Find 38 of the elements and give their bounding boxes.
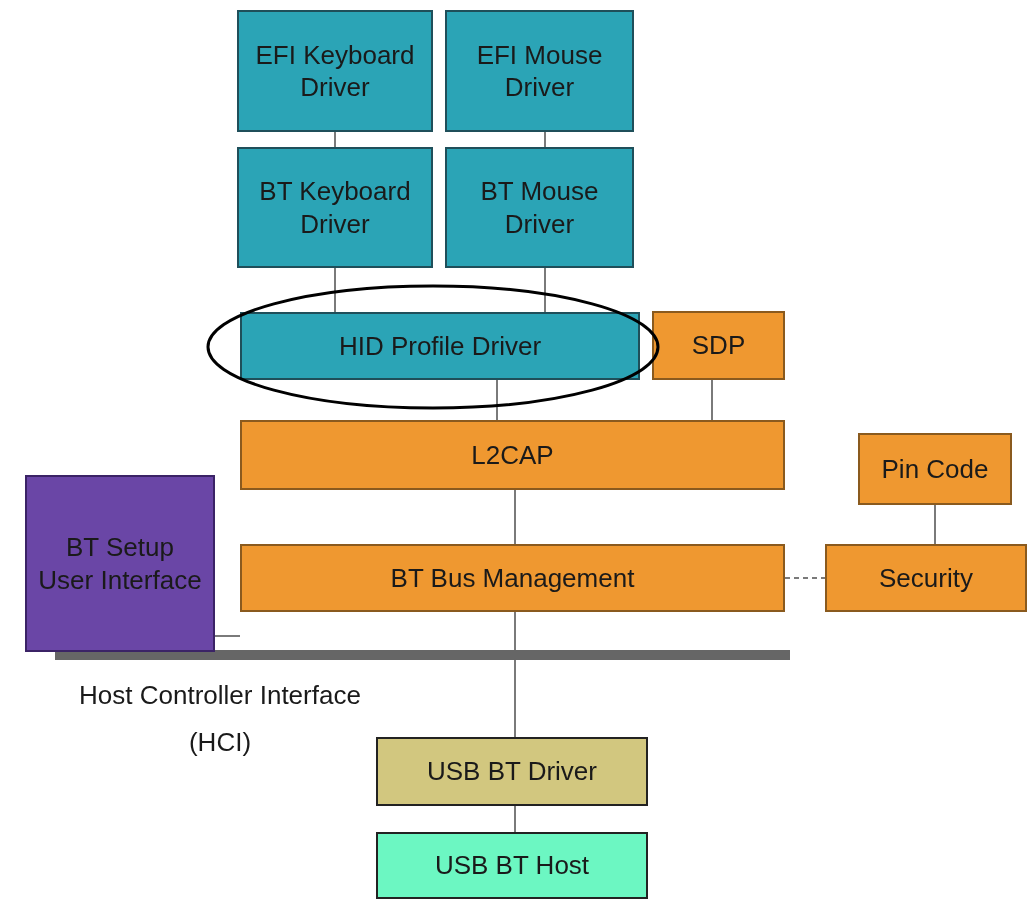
layer-box xyxy=(445,10,634,132)
connector-line xyxy=(544,131,546,148)
connector-line xyxy=(514,489,516,545)
layer-box xyxy=(240,420,785,490)
layer-box xyxy=(652,311,785,380)
layer-box xyxy=(376,737,648,806)
connector-line xyxy=(514,611,516,738)
box-label: HID Profile Driver xyxy=(338,329,542,363)
layer-box xyxy=(25,475,215,652)
connector-line xyxy=(514,805,516,833)
box-label: BT Mouse Driver xyxy=(479,175,600,240)
connector-line xyxy=(544,267,546,313)
box-label: USB BT Host xyxy=(434,849,590,882)
box-label: Pin Code xyxy=(881,452,989,486)
layer-box xyxy=(237,10,433,132)
box-label: BT Setup User Interface xyxy=(37,531,203,596)
connector-line xyxy=(214,635,241,637)
layer-box xyxy=(240,312,640,380)
interface-label: Host Controller Interface (HCI) xyxy=(78,679,362,759)
connector-line xyxy=(711,379,713,421)
layer-box xyxy=(240,544,785,612)
layer-box xyxy=(237,147,433,268)
layer-box xyxy=(445,147,634,268)
box-label: BT Keyboard Driver xyxy=(258,175,412,240)
box-label: L2CAP xyxy=(471,438,554,472)
box-label: EFI Mouse Driver xyxy=(475,38,604,104)
box-label: BT Bus Management xyxy=(390,561,635,595)
layer-box xyxy=(858,433,1012,505)
layer-box xyxy=(376,832,648,899)
box-label: Security xyxy=(879,561,973,595)
connector-line xyxy=(334,267,336,313)
box-label: EFI Keyboard Driver xyxy=(254,38,416,104)
layer-box xyxy=(825,544,1027,612)
connector-line xyxy=(934,504,936,545)
box-label: SDP xyxy=(691,329,746,362)
connector-line xyxy=(784,577,826,579)
connector-line xyxy=(334,131,336,148)
box-label: USB BT Driver xyxy=(427,755,597,788)
